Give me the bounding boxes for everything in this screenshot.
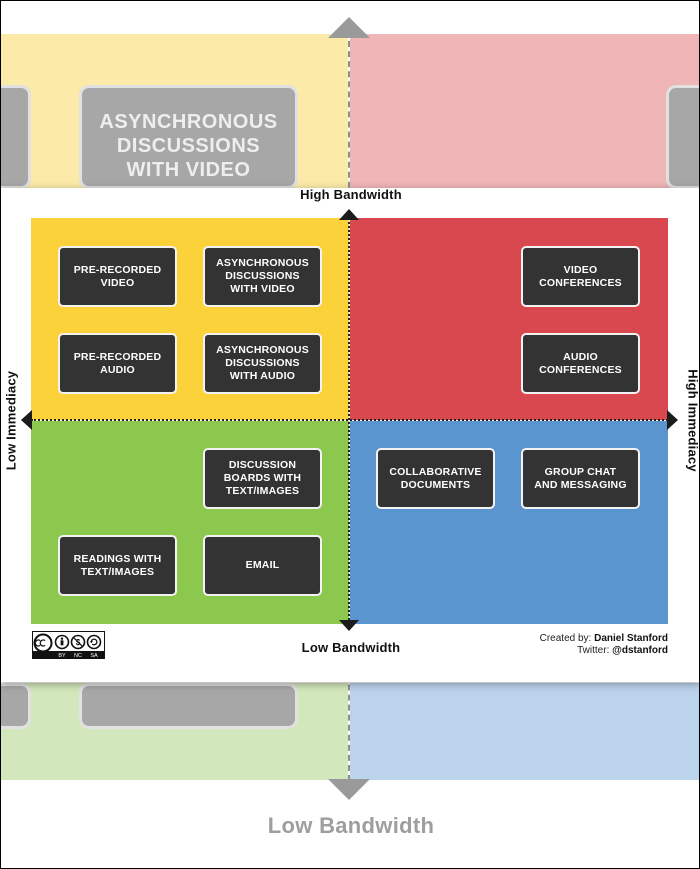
bg-quadrant-red <box>350 34 699 189</box>
bg-arrow-up-icon <box>328 17 370 38</box>
item-async-discussions-audio: ASYNCHRONOUS DISCUSSIONS WITH AUDIO <box>203 333 322 394</box>
sa-label: SA <box>90 653 98 658</box>
axis-label-low-immediacy: Low Immediacy <box>3 370 19 471</box>
axis-label-high-immediacy: High Immediacy <box>685 369 700 472</box>
by-label: BY <box>58 653 66 658</box>
credit-twitter-line: Twitter: @dstanford <box>540 645 668 657</box>
cc-license-icons: $ BY NC SA <box>33 632 104 658</box>
bg-box-async-video: ASYNCHRONOUS DISCUSSIONS WITH VIDEO <box>79 85 298 189</box>
item-email: EMAIL <box>203 535 322 596</box>
horizontal-axis-line <box>31 419 668 421</box>
arrow-right-icon <box>667 410 678 430</box>
arrow-down-icon <box>339 620 359 631</box>
by-icon <box>54 634 70 650</box>
bg-low-bandwidth-label: Low Bandwidth <box>267 813 435 838</box>
item-pre-recorded-audio: PRE-RECORDED AUDIO <box>58 333 177 394</box>
arrow-left-icon <box>21 410 32 430</box>
credit-created-prefix: Created by: <box>539 633 595 644</box>
bg-box-partial-bottom-left <box>1 683 31 729</box>
credit-twitter-prefix: Twitter: <box>577 645 613 656</box>
bg-arrow-down-icon <box>328 779 370 800</box>
cc-license-badge[interactable]: $ BY NC SA <box>32 631 105 659</box>
sa-icon <box>86 634 102 650</box>
arrow-up-icon <box>339 209 359 220</box>
item-async-discussions-video: ASYNCHRONOUS DISCUSSIONS WITH VIDEO <box>203 246 322 307</box>
vertical-axis-line <box>348 218 350 624</box>
cc-icon <box>33 633 53 653</box>
item-pre-recorded-video: PRE-RECORDED VIDEO <box>58 246 177 307</box>
credit-block: Created by: Daniel Stanford Twitter: @ds… <box>540 633 668 657</box>
item-video-conferences: VIDEO CONFERENCES <box>521 246 640 307</box>
diagram-card: High Bandwidth Low Bandwidth Low Immedia… <box>1 187 700 682</box>
axis-label-high-bandwidth: High Bandwidth <box>300 187 402 202</box>
credit-author: Daniel Stanford <box>594 633 668 644</box>
item-group-chat: GROUP CHAT AND MESSAGING <box>521 448 640 509</box>
item-readings: READINGS WITH TEXT/IMAGES <box>58 535 177 596</box>
bg-quadrant-blue <box>350 683 699 780</box>
bg-box-partial-right <box>666 85 699 189</box>
nc-label: NC <box>74 653 82 658</box>
item-discussion-boards: DISCUSSION BOARDS WITH TEXT/IMAGES <box>203 448 322 509</box>
axis-label-low-bandwidth: Low Bandwidth <box>301 640 401 655</box>
item-audio-conferences: AUDIO CONFERENCES <box>521 333 640 394</box>
item-collaborative-documents: COLLABORATIVE DOCUMENTS <box>376 448 495 509</box>
bg-box-partial-bottom <box>79 683 298 729</box>
credit-created-line: Created by: Daniel Stanford <box>540 633 668 645</box>
nc-icon: $ <box>70 634 86 650</box>
bg-box-partial-left <box>1 85 31 189</box>
credit-twitter-handle[interactable]: @dstanford <box>612 645 668 656</box>
